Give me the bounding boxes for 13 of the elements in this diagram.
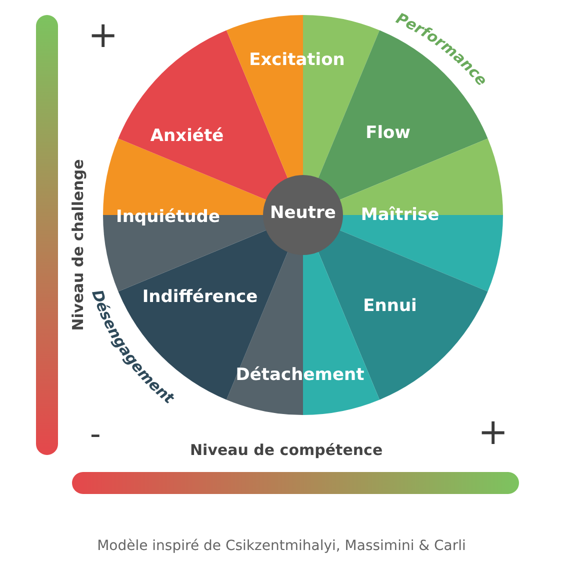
zone-label: Ennui — [363, 296, 417, 316]
zone-label: Détachement — [236, 365, 364, 385]
zone-label: Maîtrise — [360, 205, 440, 225]
minus-sign: - — [90, 420, 101, 450]
axis-label: Niveau de compétence — [190, 441, 383, 459]
zone-label: Anxiété — [150, 126, 224, 146]
center-label: Neutre — [270, 203, 336, 223]
zone-label: Excitation — [249, 50, 345, 70]
plus-sign: + — [478, 415, 508, 451]
caption: Modèle inspiré de Csikzentmihalyi, Massimini & Carli — [96, 538, 467, 554]
zone-label: Flow — [366, 123, 410, 143]
axis-label: Niveau de challenge — [69, 159, 87, 331]
plus-sign: + — [88, 18, 118, 54]
